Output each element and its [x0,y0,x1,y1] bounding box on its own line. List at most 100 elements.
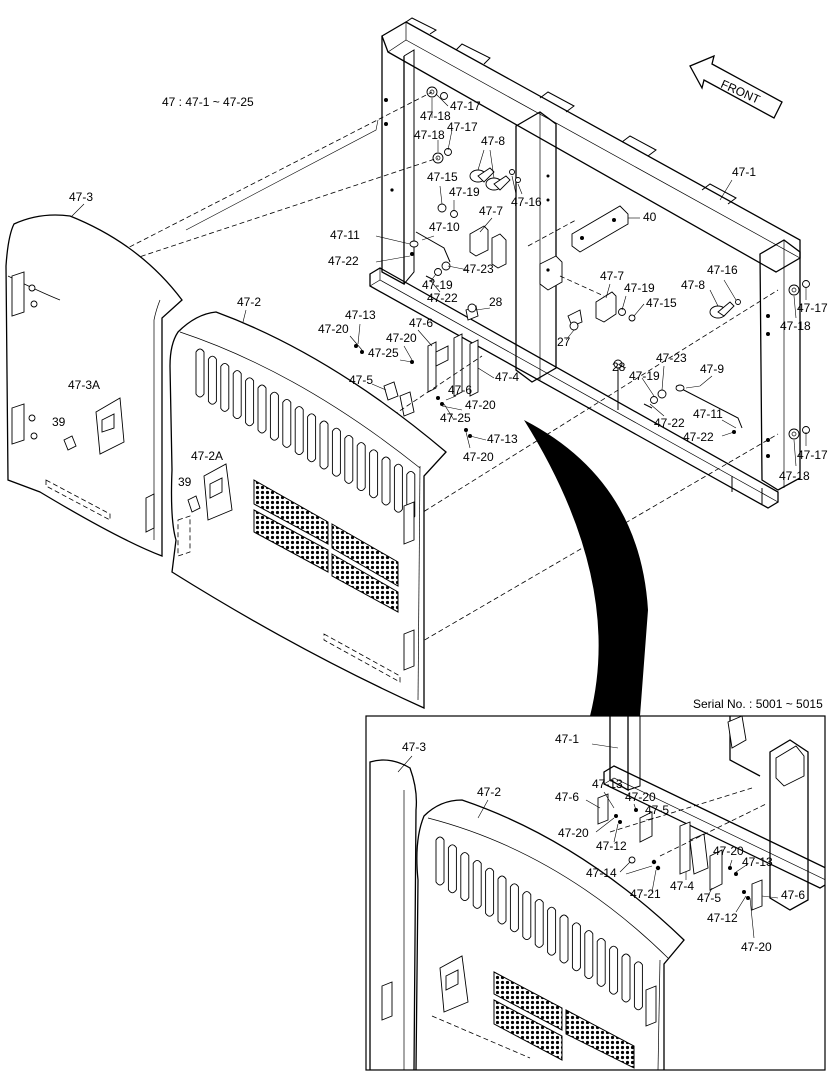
panel-47-2 [169,311,447,710]
vent-slot [571,922,581,972]
vent-slot [381,456,391,506]
callout-c50: 47-3A [68,378,100,392]
callout-c7: 47-19 [449,185,480,199]
vent-slot [232,370,242,420]
vent-slot [369,449,379,499]
vent-slot [584,930,594,980]
callout-c69: 47-21 [630,887,661,901]
vent-slot [621,953,631,1003]
vent-slot [559,914,569,964]
vent-slot [547,906,557,956]
vent-slots-inset [435,836,643,1011]
callout-c21: 47-15 [646,296,677,310]
callout-c22: 27 [557,335,571,349]
callout-c43: 47-22 [654,416,685,430]
callout-c31: 47-25 [368,346,399,360]
vent-slots [195,348,416,520]
callout-c54: 47-1 [555,732,579,746]
vent-slot [522,891,532,941]
callout-c42: 47-9 [700,362,724,376]
callout-c67: 47-5 [697,891,721,905]
panel-47-3 [5,214,183,557]
detail-arrow [524,420,648,716]
callout-c15: 47-22 [427,291,458,305]
vent-slot [633,961,643,1011]
callout-c11: 47-11 [330,228,360,242]
vent-slot [195,348,205,398]
callout-c58: 47-6 [555,790,579,804]
callout-c30: 47-20 [386,331,417,345]
callout-c12: 47-22 [328,254,359,268]
callout-c4: 47-18 [414,128,445,142]
callout-c19: 47-7 [600,269,624,283]
callout-c60: 47-5 [645,803,669,817]
callout-c6: 47-15 [427,170,458,184]
callout-c52: 47-2A [191,449,223,463]
callout-c63: 47-20 [713,844,744,858]
vent-slot [472,859,482,909]
callout-c45: 47-22 [683,430,714,444]
vent-slot [207,355,217,405]
callout-c35: 47-20 [465,398,496,412]
vent-slot [393,463,403,513]
mesh-grille [253,479,329,545]
vent-slot [245,377,255,427]
callout-c56: 47-2 [477,785,501,799]
group-label: 47 : 47-1 ~ 47-25 [162,95,254,109]
vent-slot [497,875,507,925]
callout-c10: 47-10 [429,220,460,234]
callout-c9: 47-7 [479,204,503,218]
vent-slot [331,427,341,477]
vent-slot [609,945,619,995]
vent-slot [319,420,329,470]
vent-slot [282,398,292,448]
inset-serial-label: Serial No. : 5001 ~ 5015 [693,697,823,711]
callout-c38: 47-20 [463,450,494,464]
callout-c37: 47-13 [487,432,518,446]
callout-c57: 47-13 [592,777,623,791]
callout-c44: 47-11 [693,407,723,421]
callout-c17: 40 [643,210,657,224]
callout-c39: 28 [612,360,626,374]
callout-c51: 39 [52,415,66,429]
inset-detail [365,715,826,1071]
callout-c64: 47-13 [742,855,773,869]
callout-c13: 47-23 [463,262,494,276]
vent-slot [435,836,445,886]
callout-c70: 47-12 [707,911,738,925]
callout-c34: 47-6 [448,383,472,397]
vent-slot [534,898,544,948]
callout-c3: 47-17 [447,120,478,134]
callout-c49: 47-2 [237,295,261,309]
callout-c66: 47-4 [670,879,694,893]
callout-c55: 47-3 [402,740,426,754]
callout-c36: 47-25 [440,411,471,425]
leader-lines [59,93,807,505]
callout-c29: 47-6 [409,316,433,330]
callout-c32: 47-5 [349,373,373,387]
vent-slot [356,442,366,492]
vent-slot [220,362,230,412]
callout-c53: 39 [178,475,192,489]
callout-c46: 47-17 [797,448,828,462]
callout-c33: 47-4 [495,370,519,384]
frame-47-1 [369,17,801,509]
callout-c27: 47-13 [345,308,376,322]
callout-c23: 47-16 [707,263,738,277]
callout-c14: 47-19 [422,278,453,292]
callout-c25: 47-17 [797,301,828,315]
vent-slot [344,434,354,484]
callout-c24: 47-8 [681,278,705,292]
vent-slot [447,844,457,894]
vent-slot [596,937,606,987]
vent-slot [485,867,495,917]
callout-c18: 47-1 [732,165,756,179]
callout-c68: 47-6 [781,888,805,902]
callout-c61: 47-20 [558,826,589,840]
callout-c16: 28 [489,295,503,309]
callout-c65: 47-14 [586,866,617,880]
front-label: FRONT [719,77,763,107]
callout-c59: 47-20 [625,790,656,804]
vent-slot [257,384,267,434]
